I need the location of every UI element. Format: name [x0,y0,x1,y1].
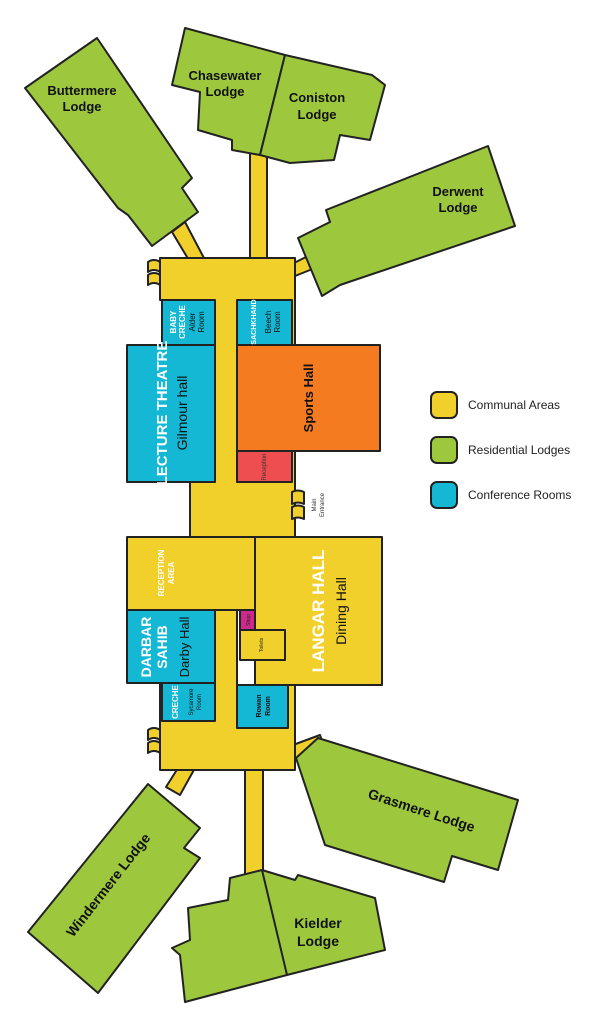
lecture-theatre[interactable] [126,344,216,483]
main-entrance-label-2: Entrance [320,492,326,517]
windermere-connector [165,767,196,796]
legend-label: Communal Areas [468,398,561,412]
coniston-label-2: Lodge [298,107,337,122]
alder-label-2: Room [197,311,206,333]
toilets[interactable] [239,629,286,661]
reception[interactable] [236,450,293,483]
legend-conference: Conference Rooms [430,481,571,509]
residential-swatch [430,436,458,464]
chasewater-label: Chasewater [189,68,262,83]
creche-label: CRECHE [171,684,180,718]
gilmour-hall-label: Gilmour hall [174,376,190,451]
legend-communal: Communal Areas [430,391,560,419]
derwent-label-2: Lodge [439,200,478,215]
buttermere-label: Buttermere [47,83,116,98]
south-door-icon [147,727,161,754]
grasmere-lodge[interactable] [295,737,519,883]
sachkhand-label: SACHKHAND [251,299,258,344]
beech-label-2: Room [273,311,282,333]
sycamore-label-2: Room [197,694,203,710]
rowan-label: Rowan [256,695,263,718]
legend-label: Residential Lodges [468,443,571,457]
sycamore-label: Sycamore [189,688,195,716]
south-corridor [244,767,264,881]
beech-label: Beech [264,311,273,334]
reception-area-label: RECEPTION [157,549,166,596]
beech-room[interactable] [236,299,293,346]
kielder-divider [261,869,288,976]
toilets-label: Toilets [259,637,265,652]
langar-hall-label: LANGAR HALL [309,550,328,673]
communal-swatch [430,391,458,419]
kielder-label-2: Lodge [297,933,339,949]
coniston-label: Coniston [289,90,345,105]
north-corridor [249,149,268,261]
baby-creche-label-2: CRECHE [178,304,187,338]
sports-hall-label: Sports Hall [301,364,316,433]
baby-creche-label: BABY [169,310,178,333]
sahib-label: SAHIB [154,625,170,669]
reception-area[interactable] [126,536,256,611]
darbar-label: DARBAR [138,617,154,678]
shop-label: Shop [246,614,252,626]
rowan-room[interactable] [236,684,289,729]
derwent-label: Derwent [432,184,484,199]
dining-hall-label: Dining Hall [333,577,349,645]
main-entrance-door-icon[interactable] [291,489,305,520]
kielder-label: Kielder [294,915,342,931]
chasewater-label-2: Lodge [206,84,245,99]
buttermere-lodge[interactable] [24,37,199,247]
buttermere-label-2: Lodge [63,99,102,114]
legend-label: Conference Rooms [468,488,572,502]
sports-hall[interactable] [236,344,381,452]
reception-label: Reception [262,453,268,480]
main-entrance-label: Main [312,498,318,511]
darby-hall-label: Darby Hall [177,617,192,678]
north-door-icon [147,259,161,286]
windermere-lodge[interactable] [27,783,201,994]
legend-residential: Residential Lodges [430,436,570,464]
sycamore-room[interactable] [161,682,216,722]
derwent-lodge[interactable] [297,145,516,297]
lecture-theatre-label: LECTURE THEATRE [154,341,171,486]
conference-swatch [430,481,458,509]
alder-label: Alder [188,312,197,331]
coniston-lodge[interactable] [259,54,386,164]
rowan-label-2: Room [265,696,272,716]
reception-area-label-2: AREA [167,561,176,584]
